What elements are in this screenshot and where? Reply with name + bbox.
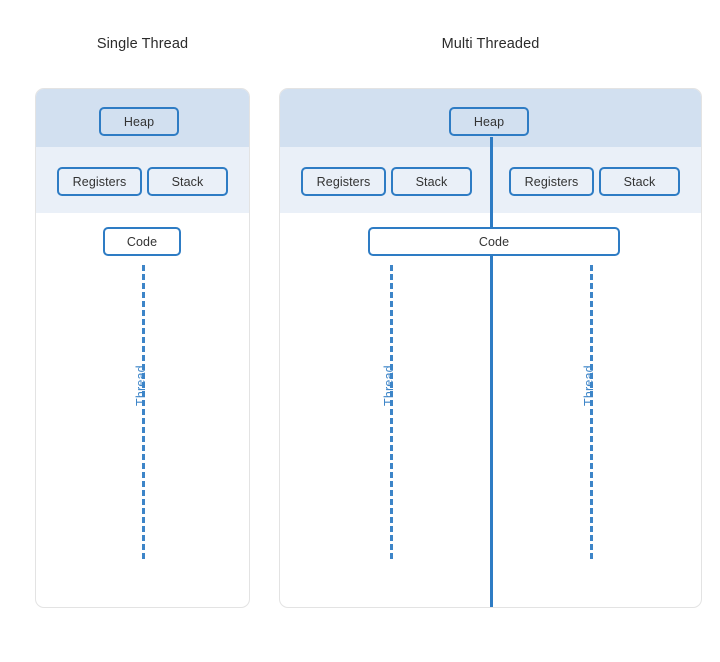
single-heap-band [36,89,249,147]
multi-threaded-title: Multi Threaded [441,36,540,52]
single-thread-panel: Heap Registers Stack Code Thread [35,88,250,608]
multi-thread1-label: Thread [382,365,396,406]
multi-heap-box[interactable]: Heap [449,107,529,136]
single-code-box[interactable]: Code [103,227,181,256]
multi-thread2-line [590,265,593,559]
single-thread-line [142,265,145,559]
multi-thread1-registers-box[interactable]: Registers [301,167,386,196]
multi-thread2-registers-box[interactable]: Registers [509,167,594,196]
multi-thread2-label: Thread [582,365,596,406]
multi-thread2-stack-box[interactable]: Stack [599,167,680,196]
single-heap-box[interactable]: Heap [99,107,179,136]
multi-thread1-line [390,265,393,559]
multi-code-box[interactable]: Code [368,227,620,256]
multi-thread1-stack-box[interactable]: Stack [391,167,472,196]
single-registers-band [36,147,249,213]
single-thread-title: Single Thread [96,36,189,52]
single-thread-label: Thread [134,365,148,406]
multi-heap-connector-line [490,137,493,227]
multi-threaded-panel: Heap Registers Stack Registers Stack Cod… [279,88,702,608]
single-registers-box[interactable]: Registers [57,167,142,196]
single-stack-box[interactable]: Stack [147,167,228,196]
multi-code-connector-line [490,256,493,607]
